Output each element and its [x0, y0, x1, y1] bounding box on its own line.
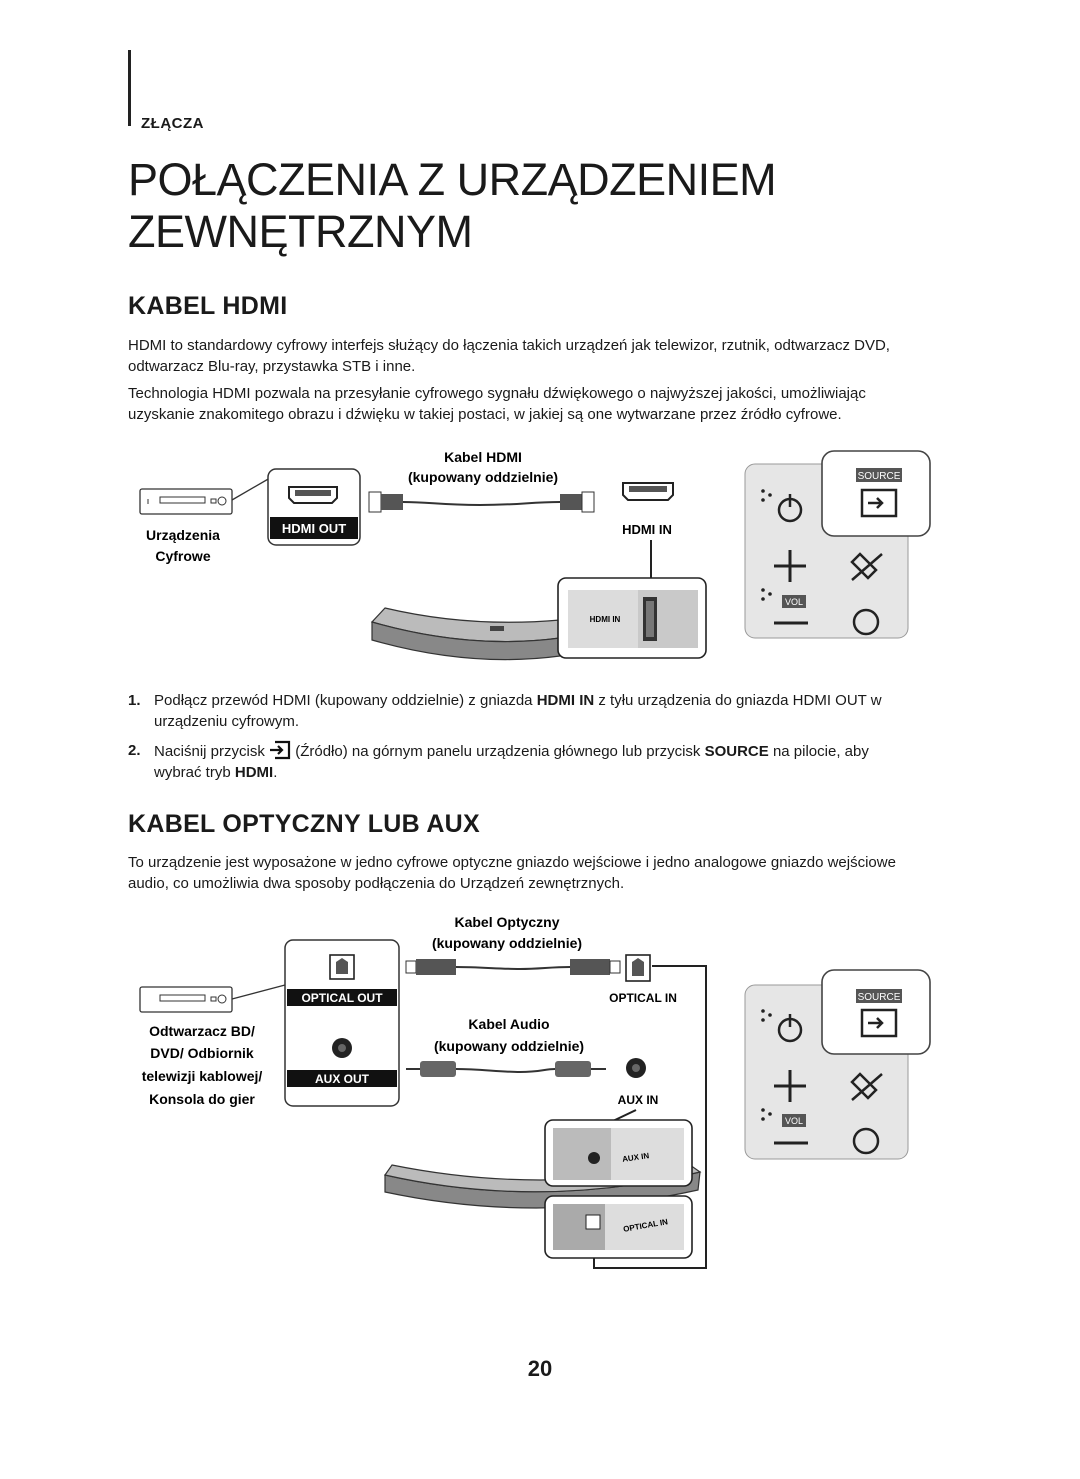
soundbar-icon: [370, 607, 561, 661]
page-title-line-2: ZEWNĘTRZNYM: [128, 206, 473, 257]
output-ports-callout: OPTICAL OUT AUX OUT: [231, 939, 400, 1107]
hdmi-paragraph-2: Technologia HDMI pozwala na przesyłanie …: [128, 385, 866, 423]
digital-device-icon: [139, 488, 233, 515]
hdmi-cable-label-2: (kupowany oddzielnie): [408, 469, 558, 485]
soundbar-aux-in-callout: AUX IN: [544, 1119, 693, 1187]
remote-vol-label-2: VOL: [785, 1116, 803, 1126]
device-line-3: telewizji kablowej/: [142, 1068, 263, 1084]
hdmi-steps: 1. Podłącz przewód HDMI (kupowany oddzie…: [128, 690, 918, 791]
aux-out-label: AUX OUT: [315, 1072, 370, 1086]
device-line-4: Konsola do gier: [149, 1091, 255, 1107]
source-icon: [270, 740, 291, 760]
optical-cable-label-2: (kupowany oddzielnie): [432, 935, 582, 951]
bd-player-icon: [139, 986, 233, 1013]
hdmi-cable-label-1: Kabel HDMI: [444, 449, 522, 465]
audio-cable-icon: [406, 1061, 606, 1077]
remote-top-panel-icon-2: SOURCE VOL: [744, 969, 931, 1160]
remote-top-panel-icon: SOURCE VOL: [744, 450, 931, 639]
soundbar-hdmi-in-callout: HDMI IN: [557, 577, 707, 659]
device-line-2: DVD/ Odbiornik: [150, 1045, 254, 1061]
device-line-1: Odtwarzacz BD/: [149, 1023, 255, 1039]
page-title-line-1: POŁĄCZENIA Z URZĄDZENIEM: [128, 154, 777, 205]
unit-aux-in-label: AUX IN: [622, 1151, 650, 1164]
unit-hdmi-in-label: HDMI IN: [590, 615, 621, 624]
hdmi-cable-icon: [368, 491, 595, 513]
page-title: POŁĄCZENIA Z URZĄDZENIEM ZEWNĘTRZNYM: [128, 154, 948, 258]
remote-vol-label: VOL: [785, 597, 803, 607]
remote-source-label: SOURCE: [858, 471, 901, 482]
optical-out-label: OPTICAL OUT: [301, 991, 383, 1005]
optical-paragraph-1: To urządzenie jest wyposażone w jedno cy…: [128, 854, 896, 892]
hdmi-heading: KABEL HDMI: [128, 292, 288, 320]
soundbar-optical-in-callout: OPTICAL IN: [544, 1195, 693, 1259]
audio-cable-label-1: Kabel Audio: [468, 1016, 549, 1032]
remote-source-label-2: SOURCE: [858, 992, 901, 1003]
hdmi-in-label: HDMI IN: [622, 522, 672, 537]
optical-in-label: OPTICAL IN: [609, 991, 677, 1005]
step-1: 1. Podłącz przewód HDMI (kupowany oddzie…: [128, 692, 882, 730]
device-label-1: Urządzenia: [146, 527, 220, 543]
hdmi-connection-diagram: Urządzenia Cyfrowe HDMI OUT Kabel HDMI (…: [139, 449, 931, 661]
optical-cable-label-1: Kabel Optyczny: [454, 914, 559, 930]
aux-in-label: AUX IN: [618, 1093, 659, 1107]
hdmi-out-callout: HDMI OUT: [231, 468, 361, 546]
hdmi-paragraph-1: HDMI to standardowy cyfrowy interfejs sł…: [128, 337, 890, 375]
section-tag: ZŁĄCZA: [141, 115, 204, 132]
page-number: 20: [527, 1356, 553, 1381]
optical-aux-connection-diagram: Odtwarzacz BD/ DVD/ Odbiornik telewizji …: [139, 914, 931, 1269]
audio-cable-label-2: (kupowany oddzielnie): [434, 1038, 584, 1054]
optical-cable-icon: [405, 959, 621, 975]
optical-heading: KABEL OPTYCZNY LUB AUX: [128, 810, 480, 838]
device-label-2: Cyfrowe: [155, 548, 210, 564]
input-ports-icon: OPTICAL IN AUX IN: [593, 954, 707, 1269]
step-2: 2. Naciśnij przycisk (Źródło) na górnym …: [128, 740, 869, 781]
hdmi-out-label: HDMI OUT: [282, 521, 346, 536]
sidebar-rule: [128, 50, 131, 126]
